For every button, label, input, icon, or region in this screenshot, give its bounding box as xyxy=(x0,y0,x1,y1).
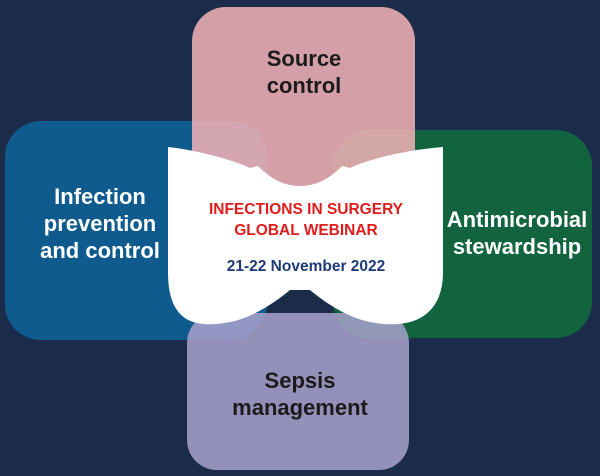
source-control-line-1: Source xyxy=(266,46,342,71)
source-control-label: Source control xyxy=(196,46,412,100)
source-control-line-2: control xyxy=(266,72,342,98)
sepsis-line-1: Sepsis xyxy=(264,368,336,393)
webinar-title-line-2: GLOBAL WEBINAR xyxy=(234,221,378,239)
infection-prevention-label: Infection prevention and control xyxy=(8,184,192,264)
antimicrobial-line-2: stewardship xyxy=(452,233,582,259)
box-sepsis-management xyxy=(187,313,409,470)
sepsis-line-2: management xyxy=(232,394,368,420)
webinar-title: INFECTIONS IN SURGERY GLOBAL WEBINAR xyxy=(180,200,432,242)
webinar-title-line-1: INFECTIONS IN SURGERY xyxy=(208,201,404,218)
webinar-dates: 21-22 November 2022 xyxy=(226,258,386,275)
infection-prevention-line-3: and control xyxy=(40,237,160,263)
antimicrobial-line-1: Antimicrobial xyxy=(446,207,588,232)
infection-prevention-line-1: Infection xyxy=(54,184,146,209)
infection-prevention-line-2: prevention xyxy=(43,210,157,236)
sepsis-management-label: Sepsis management xyxy=(190,368,410,422)
center-butterfly-shape xyxy=(168,147,443,325)
antimicrobial-stewardship-label: Antimicrobial stewardship xyxy=(430,207,600,261)
